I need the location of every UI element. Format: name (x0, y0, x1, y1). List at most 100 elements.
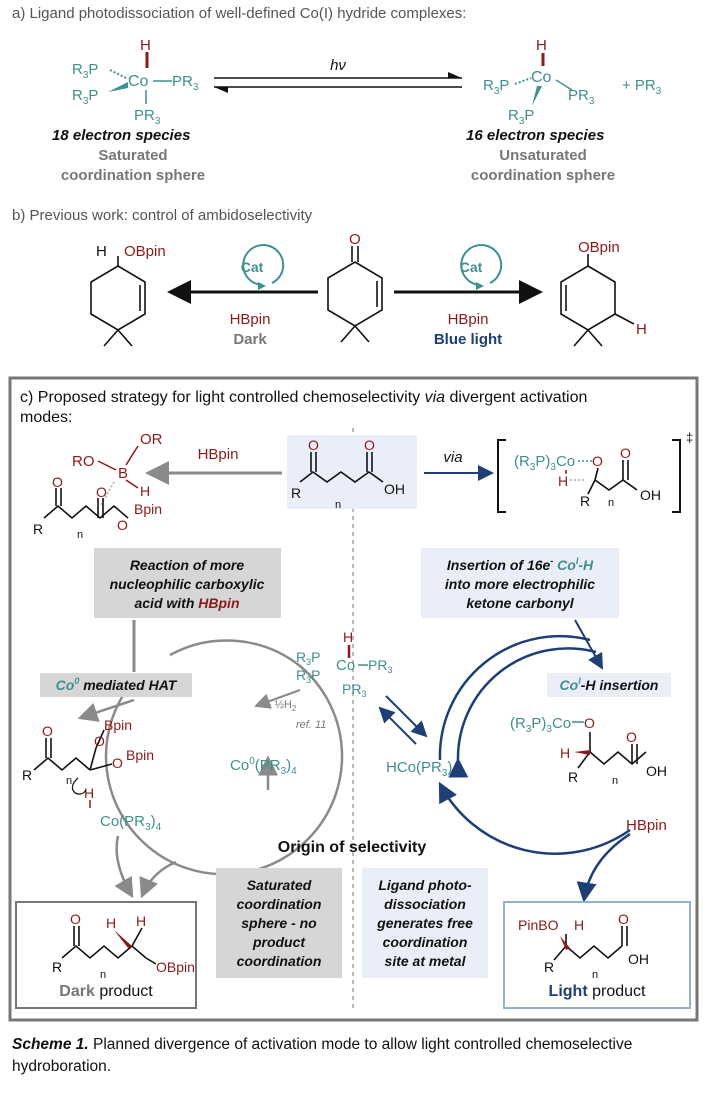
caption-label: Scheme 1. (12, 1036, 89, 1053)
svg-text:(R3P)3Co: (R3P)3Co (514, 453, 575, 473)
svg-text:Co: Co (128, 73, 149, 90)
equilibrium-arrow (214, 72, 462, 93)
cat-label-right: Cat (460, 259, 483, 275)
hbpin-right: HBpin (448, 311, 489, 328)
ketoacid-structure (299, 452, 384, 483)
light-product-label: Light product (549, 983, 646, 1000)
blue-light-condition: Blue light (434, 331, 502, 348)
co-complex-16e: H Co R3P PR3 R3P (483, 37, 595, 127)
right-cycle-top-inner (448, 647, 597, 778)
left-cycle (104, 639, 344, 876)
keto-o-left: O (52, 474, 63, 490)
blue-box-4: coordination (383, 934, 468, 950)
co0-complex: Co0(PR3)4 (230, 756, 297, 777)
section-c-frame (8, 376, 699, 1022)
svg-text:R3P: R3P (296, 667, 320, 685)
sphere-left-1: Saturated (98, 147, 167, 164)
figure-caption: Scheme 1. Planned divergence of activati… (12, 1034, 700, 1078)
svg-text:PR3: PR3 (342, 681, 366, 699)
hat-arrow (77, 698, 135, 722)
svg-text:R: R (568, 769, 578, 785)
h-atom: H (96, 243, 107, 260)
svg-text:R3P: R3P (296, 649, 320, 667)
insertion-label: CoI-H insertion (560, 676, 659, 693)
via-label: via (443, 449, 462, 466)
svg-text:RO: RO (72, 453, 95, 470)
bpin-left: Bpin (134, 501, 162, 517)
cobalt-alkoxide: (R3P)3Co O H R O n OH (510, 715, 667, 787)
svg-text:Bpin: Bpin (104, 717, 132, 733)
obpin-label: OBpin (124, 243, 166, 260)
photo-equilibrium (378, 695, 428, 745)
gray-box-5: coordination (237, 953, 322, 969)
co-to-co0-arrow (254, 689, 301, 709)
svg-text:Bpin: Bpin (126, 747, 154, 763)
svg-text:H: H (106, 915, 116, 931)
gray-box-1: Saturated (247, 877, 312, 893)
left-box-line-3: acid with HBpin (134, 595, 239, 611)
gray-box-2: coordination (237, 896, 322, 912)
hat-label: Co0 mediated HAT (56, 676, 178, 693)
dark-condition: Dark (233, 331, 267, 348)
n-left: n (77, 529, 83, 541)
cat-label-left: Cat (241, 259, 264, 275)
right-box-line-1: Insertion of 16e- CoI-H (447, 556, 594, 573)
species-18e: 18 electron species (52, 127, 190, 144)
svg-text:H: H (558, 473, 568, 489)
svg-text:‡: ‡ (686, 430, 693, 445)
sphere-right-2: coordination sphere (471, 167, 615, 184)
svg-text:PR3: PR3 (134, 107, 161, 127)
left-box-line-2: nucleophilic carboxylic (110, 576, 265, 592)
svg-text:O: O (112, 755, 123, 771)
left-box-line-1: Reaction of more (130, 557, 245, 573)
svg-text:H: H (343, 629, 353, 645)
hat-label-box (40, 673, 192, 697)
boron-ate-complex: RO OR B H (72, 431, 163, 506)
cat-cycle-left (242, 244, 285, 290)
h-enol: H (636, 321, 647, 338)
svg-text:O: O (592, 453, 603, 469)
carbonyl-o: O (349, 231, 361, 248)
svg-text:H: H (536, 37, 547, 54)
allylic-boronate-structure (90, 256, 146, 347)
to-dark-arrow-2 (139, 860, 177, 899)
dark-product-box (15, 901, 197, 1009)
svg-text:R: R (544, 959, 554, 975)
svg-text:R: R (580, 493, 590, 509)
svg-text:OH: OH (628, 951, 649, 967)
n-index: n (335, 499, 341, 511)
svg-text:O: O (620, 445, 631, 461)
species-16e: 16 electron species (466, 127, 604, 144)
section-c-heading-2: modes: (20, 409, 72, 426)
svg-text:PR3: PR3 (172, 73, 199, 93)
plus-pr3: + PR3 (622, 77, 662, 97)
svg-text:O: O (94, 733, 105, 749)
svg-text:O: O (584, 715, 595, 731)
svg-text:Co: Co (336, 657, 355, 674)
enol-boronate-structure (560, 254, 635, 347)
nucleophilic-box (94, 548, 281, 618)
r-group: R (291, 485, 301, 501)
acid-o: O (364, 437, 375, 453)
svg-text:n: n (608, 497, 614, 509)
dark-product-structure: O H H R n OBpin (52, 911, 195, 981)
svg-text:O: O (70, 911, 81, 927)
hco-complex: HCo(PR3)3 (386, 759, 458, 779)
gray-box-3: sphere - no (241, 915, 317, 931)
svg-text:H: H (574, 917, 584, 933)
hv-label: hν (330, 57, 346, 74)
svg-text:R: R (22, 767, 32, 783)
dark-product-label: Dark product (59, 983, 153, 1000)
gray-box-4: product (252, 934, 306, 950)
svg-text:O: O (618, 911, 629, 927)
r-left: R (33, 521, 43, 537)
caption-text: Planned divergence of activation mode to… (12, 1036, 633, 1075)
blue-box-1: Ligand photo- (378, 877, 472, 893)
radical-intermediate: O R n O Bpin O Bpin H (22, 717, 154, 808)
substrate-box (287, 435, 417, 509)
svg-text:R3P: R3P (72, 61, 98, 81)
half-h2: - ½H2 (268, 699, 297, 713)
insertion-label-box (547, 673, 671, 697)
svg-text:H: H (560, 745, 570, 761)
svg-text:R: R (52, 959, 62, 975)
